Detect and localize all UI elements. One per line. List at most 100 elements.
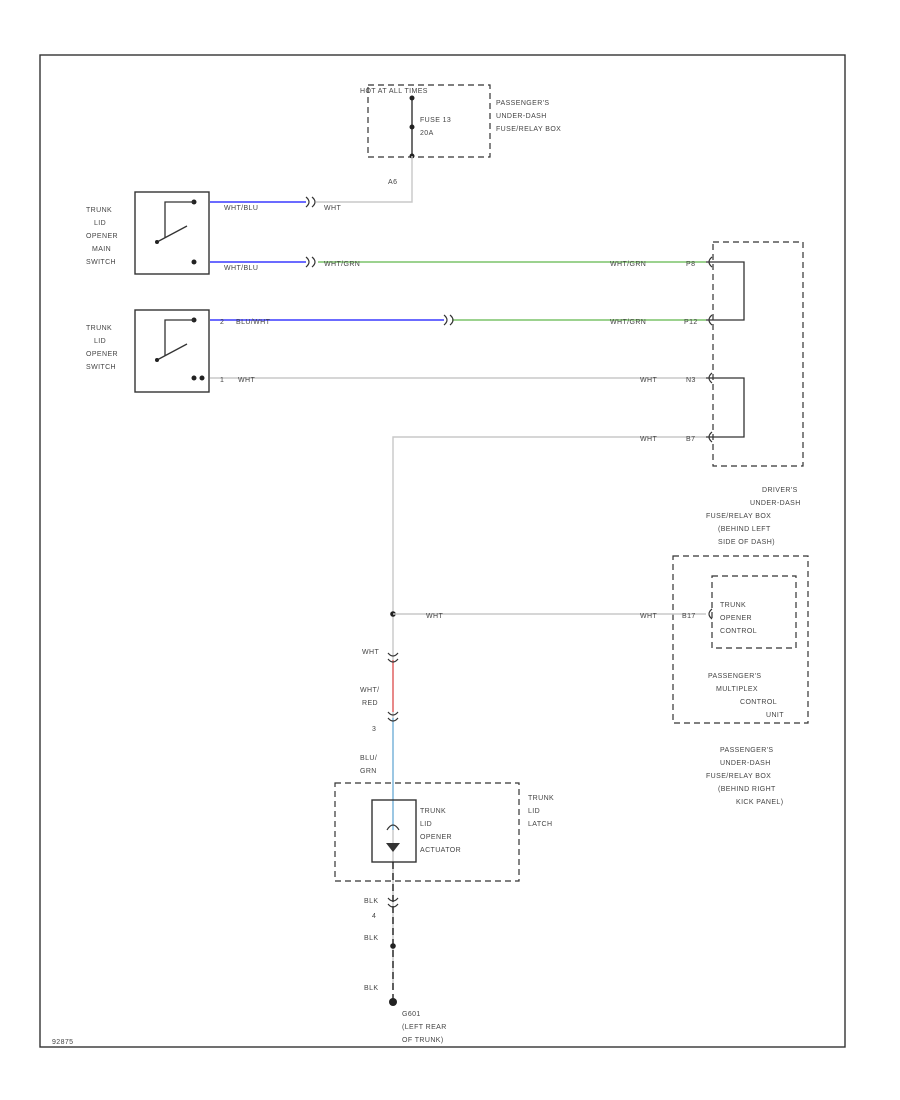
multiplex-label2: MULTIPLEX (716, 686, 758, 693)
opener-switch-blade (156, 343, 188, 361)
ground-label1: G601 (402, 1011, 421, 1018)
actuator-label4: ACTUATOR (420, 847, 461, 854)
label-pin-2: 2 (220, 319, 224, 326)
label-pin-3: 3 (372, 726, 376, 733)
trunk-opener-control-box (711, 575, 797, 649)
pass-box-bottom-label3: FUSE/RELAY BOX (706, 773, 771, 780)
trunk-lid-latch-box (334, 782, 520, 882)
connector-mid-2 (311, 256, 316, 268)
pass-box-bottom-label4: (BEHIND RIGHT (718, 786, 776, 793)
opener-switch-label3: OPENER (86, 351, 118, 358)
label-wht-grn-3: WHT/GRN (610, 319, 646, 326)
trunk-lid-opener-main-switch (134, 191, 210, 275)
driver-box-label2: UNDER-DASH (750, 500, 801, 507)
connector-a6: A6 (388, 179, 397, 186)
connector-blk-1 (387, 897, 399, 902)
driver-box-label5: SIDE OF DASH) (718, 539, 775, 546)
opener-switch-label2: LID (94, 338, 106, 345)
main-switch-contact (164, 201, 194, 238)
latch-label1: TRUNK (528, 795, 554, 802)
actuator-label1: TRUNK (420, 808, 446, 815)
label-wht-blu-1: WHT/BLU (224, 205, 258, 212)
label-blu-grn-1: BLU/ (360, 755, 377, 762)
connector-bg-1 (387, 711, 399, 716)
driver-box-label3: FUSE/RELAY BOX (706, 513, 771, 520)
connector-blu-2 (449, 314, 454, 326)
latch-label3: LATCH (528, 821, 552, 828)
label-wht-red-2: RED (362, 700, 378, 707)
label-blu-wht: BLU/WHT (236, 319, 271, 326)
actuator-coil-icon (386, 824, 400, 831)
fuse-terminal-mid (409, 124, 415, 130)
trunk-lid-opener-actuator (371, 799, 417, 863)
diagram-id: 92875 (52, 1039, 73, 1046)
label-pin-4: 4 (372, 913, 376, 920)
connector-mid-1 (305, 256, 310, 268)
driver-box-jumper-1 (706, 261, 745, 321)
multiplex-label4: UNIT (766, 712, 784, 719)
ground-label3: OF TRUNK) (402, 1037, 444, 1044)
label-wht-grn-2: WHT/GRN (610, 261, 646, 268)
label-wht-red-1: WHT/ (360, 687, 379, 694)
pass-box-bottom-label1: PASSENGER'S (720, 747, 773, 754)
main-switch-label4: MAIN (92, 246, 111, 253)
diagram-frame (39, 54, 846, 1048)
actuator-label2: LID (420, 821, 432, 828)
driver-box-jumper-2 (706, 377, 745, 438)
driver-fuse-box (712, 241, 804, 467)
passenger-multiplex-box (672, 555, 809, 724)
fuse-rating: 20A (420, 130, 434, 137)
label-wht-7: WHT (362, 649, 379, 656)
pass-box-top-line1: PASSENGER'S (496, 100, 549, 107)
connector-top-1 (305, 196, 310, 208)
label-pin-1: 1 (220, 377, 224, 384)
label-wht-2: WHT (238, 377, 255, 384)
label-wht-5: WHT (426, 613, 443, 620)
fuse-label: FUSE 13 (420, 117, 451, 124)
label-wht-1: WHT (324, 205, 341, 212)
driver-connector-n3 (708, 372, 713, 384)
ground-point-icon (389, 998, 397, 1006)
label-p8: P8 (686, 261, 695, 268)
label-b7: B7 (686, 436, 695, 443)
opener-switch-pivot (155, 358, 159, 362)
pass-box-top-line3: FUSE/RELAY BOX (496, 126, 561, 133)
main-switch-blade (156, 225, 188, 243)
main-switch-label1: TRUNK (86, 207, 112, 214)
opener-switch-terminal-bottom (191, 375, 197, 381)
connector-wr-1 (387, 652, 399, 657)
main-switch-terminal-bottom (191, 259, 197, 265)
pass-box-top-line2: UNDER-DASH (496, 113, 547, 120)
connector-b17 (708, 608, 713, 620)
multiplex-label1: PASSENGER'S (708, 673, 761, 680)
main-switch-label2: LID (94, 220, 106, 227)
label-wht-4: WHT (640, 436, 657, 443)
trunk-lid-opener-switch (134, 309, 210, 393)
label-wht-grn-1: WHT/GRN (324, 261, 360, 268)
label-blk-3: BLK (364, 985, 378, 992)
actuator-solenoid-icon (386, 843, 400, 852)
trunk-control-label3: CONTROL (720, 628, 757, 635)
opener-switch-contact (164, 319, 194, 356)
label-blu-grn-2: GRN (360, 768, 377, 775)
fuse-terminal-top (409, 95, 415, 101)
main-switch-label3: OPENER (86, 233, 118, 240)
passenger-fuse-box-top (367, 84, 491, 158)
label-n3: N3 (686, 377, 696, 384)
connector-blk-2 (387, 903, 399, 908)
latch-label2: LID (528, 808, 540, 815)
multiplex-label3: CONTROL (740, 699, 777, 706)
driver-box-label1: DRIVER'S (762, 487, 798, 494)
main-switch-label5: SWITCH (86, 259, 116, 266)
hot-at-all-times-label: HOT AT ALL TIMES (360, 88, 428, 95)
ground-splice (390, 943, 396, 949)
opener-switch-terminal-extra (199, 375, 205, 381)
wire-wht-fuse-feed (316, 156, 413, 203)
opener-switch-label1: TRUNK (86, 325, 112, 332)
connector-blu-1 (443, 314, 448, 326)
label-p12: P12 (684, 319, 698, 326)
label-blk-1: BLK (364, 898, 378, 905)
main-switch-pivot (155, 240, 159, 244)
driver-connector-p12 (708, 314, 713, 326)
